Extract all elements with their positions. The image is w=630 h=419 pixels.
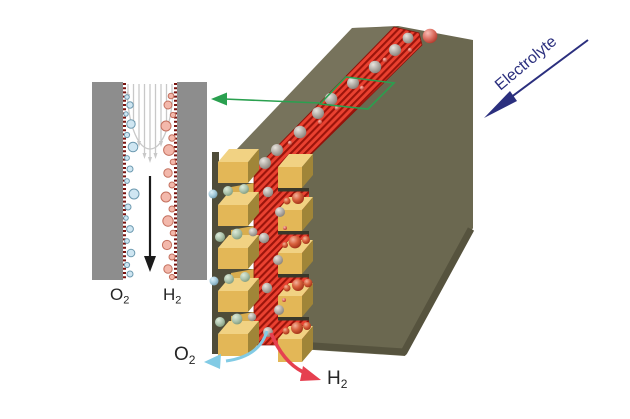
gold-electrode-block: [218, 321, 259, 356]
inset-hydrogen-bubbles: [160, 92, 177, 281]
electrolyte-arrow-line: [501, 39, 589, 105]
oxygen-bubbles-left: [208, 184, 258, 327]
hydrogen-bubbles-right: [282, 192, 313, 335]
inset-right-wall: [177, 82, 207, 280]
inset-link-arrow-icon: [211, 92, 227, 106]
slab-bottom-edge: [298, 227, 475, 356]
channel-inset: O2 H2: [92, 82, 207, 307]
inset-left-wall: [92, 82, 123, 280]
gold-electrode-block: [278, 154, 313, 188]
h2-output-label: H2: [327, 368, 348, 391]
slab-left-edge: [212, 152, 219, 354]
inset-o2-label: O2: [110, 285, 129, 307]
h2-outflow: H2: [269, 332, 348, 391]
inset-oxygen-bubbles: [123, 94, 140, 278]
floating-bubble: [422, 28, 438, 44]
electrolyte-arrow-icon: [484, 91, 517, 118]
o2-out-arrow-icon: [225, 330, 269, 363]
electrolyte-annotation: Electrolyte: [484, 33, 589, 118]
channel-bubbles: [258, 32, 414, 337]
inset-link-line: [223, 98, 321, 104]
gold-electrode-block: [218, 235, 259, 269]
gold-electrode-block: [218, 149, 259, 183]
o2-output-label: O2: [174, 344, 196, 367]
inset-flow-direction: [144, 176, 156, 272]
zoom-region-outline: [318, 76, 396, 110]
inset-h2-label: H2: [163, 285, 181, 307]
h2-out-arrow-icon: [269, 332, 304, 374]
right-electrode-column: [278, 154, 313, 362]
o2-outflow: O2: [174, 330, 269, 369]
zoom-region-annotation: [211, 76, 396, 110]
